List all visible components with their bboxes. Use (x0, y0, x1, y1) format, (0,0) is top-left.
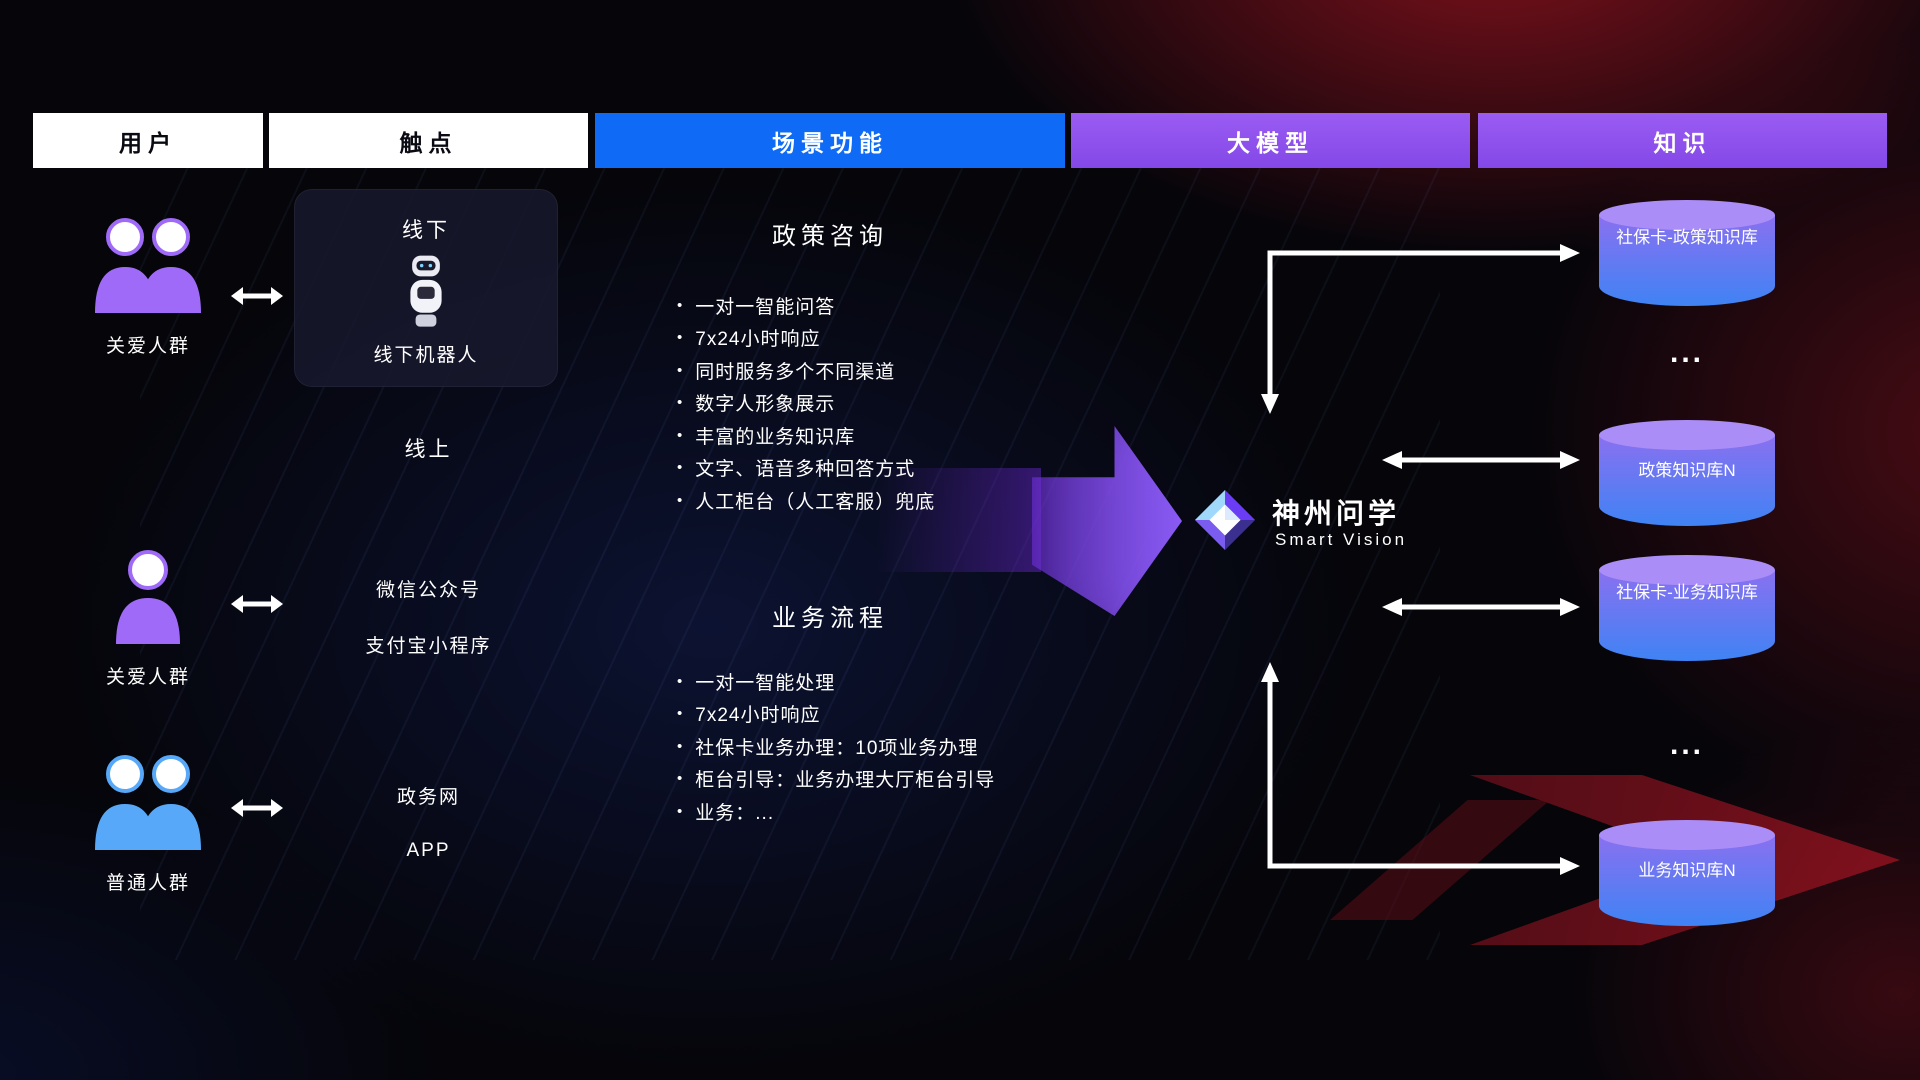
db-label: 政策知识库N (1638, 461, 1736, 480)
db-label: 社保卡-业务知识库 (1616, 583, 1758, 602)
touchpoint-app: APP (406, 840, 451, 861)
database-icon (1599, 555, 1775, 585)
column-header-model: 大模型 (1071, 113, 1470, 168)
db-label: 业务知识库N (1638, 861, 1736, 880)
bullet-item: 一对一智能处理 (677, 665, 995, 698)
users-group-icon (95, 755, 201, 850)
scenario-title-business: 业务流程 (772, 605, 888, 632)
double-arrow-icon (231, 595, 283, 613)
user-group-label: 关爱人群 (105, 667, 190, 688)
double-arrow-icon (231, 799, 283, 817)
model-name: 神州问学 (1272, 498, 1401, 529)
knowledge-db-policy-n: 政策知识库N (1599, 420, 1775, 526)
online-title: 线上 (404, 438, 453, 461)
touchpoint-alipay: 支付宝小程序 (365, 636, 492, 657)
bullet-item: 柜台引导：业务办理大厅柜台引导 (677, 763, 995, 796)
bullet-item: 数字人形象展示 (677, 387, 935, 420)
knowledge-db-business-n: 业务知识库N (1599, 820, 1775, 926)
bullet-item: 社保卡业务办理：10项业务办理 (677, 730, 995, 763)
user-block-care-2: 关爱人群 (33, 548, 263, 689)
user-group-label: 关爱人群 (105, 336, 190, 357)
database-icon-body (1599, 570, 1775, 661)
business-bullet-list: 一对一智能处理 7x24小时响应 社保卡业务办理：10项业务办理 柜台引导：业务… (677, 665, 995, 828)
knowledge-db-business-social: 社保卡-业务知识库 (1599, 555, 1775, 661)
database-icon (1599, 200, 1775, 230)
touchpoint-govnet: 政务网 (396, 787, 460, 808)
column-header-touchpoints: 触点 (269, 113, 588, 168)
touchpoint-wechat: 微信公众号 (375, 580, 481, 601)
bullet-item: 人工柜台（人工客服）兜底 (677, 484, 935, 517)
offline-robot-label: 线下机器人 (373, 345, 479, 366)
bullet-item: 同时服务多个不同渠道 (677, 354, 935, 387)
column-header-scenarios: 场景功能 (595, 113, 1065, 168)
user-group-label: 普通人群 (105, 873, 190, 894)
db-label: 社保卡-政策知识库 (1616, 228, 1758, 247)
bullet-item: 文字、语音多种回答方式 (677, 452, 935, 485)
column-header-knowledge: 知识 (1478, 113, 1887, 168)
bullet-item: 7x24小时响应 (677, 322, 935, 355)
flow-arrow (1032, 426, 1182, 616)
knowledge-ellipsis: ... (1669, 336, 1704, 369)
user-icon (116, 550, 180, 644)
database-icon-body (1599, 435, 1775, 526)
database-icon (1599, 420, 1775, 450)
offline-touchpoint-card: 线下 线下机器人 (294, 189, 558, 387)
database-icon (1599, 820, 1775, 850)
model-subtitle: Smart Vision (1275, 530, 1408, 549)
user-block-care-1: 关爱人群 (33, 215, 263, 358)
knowledge-db-policy-social: 社保卡-政策知识库 (1599, 200, 1775, 306)
robot-icon (410, 255, 442, 327)
bullet-item: 7x24小时响应 (677, 698, 995, 731)
policy-bullet-list: 一对一智能问答 7x24小时响应 同时服务多个不同渠道 数字人形象展示 丰富的业… (677, 289, 935, 517)
users-group-icon (95, 218, 201, 313)
column-header-users: 用户 (33, 113, 263, 168)
bullet-item: 丰富的业务知识库 (677, 419, 935, 452)
bullet-item: 一对一智能问答 (677, 289, 935, 322)
database-icon-body (1599, 215, 1775, 306)
knowledge-ellipsis: ... (1669, 728, 1704, 761)
smart-vision-logo-icon (1194, 489, 1256, 551)
bullet-item: 业务：... (677, 795, 995, 828)
user-block-general: 普通人群 (33, 752, 263, 895)
double-arrow-icon (231, 287, 283, 305)
red-chevron-decoration (1330, 800, 1550, 920)
scenario-title-policy: 政策咨询 (772, 223, 888, 250)
offline-title: 线下 (402, 219, 450, 242)
database-icon-body (1599, 835, 1775, 926)
